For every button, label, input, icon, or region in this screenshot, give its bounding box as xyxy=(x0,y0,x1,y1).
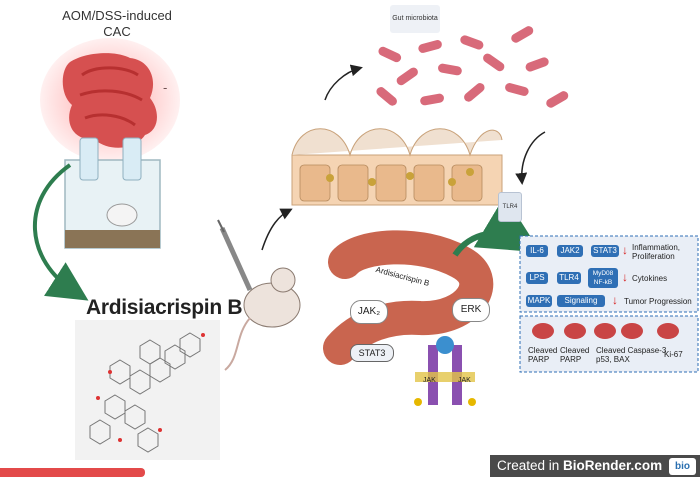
gut-microbiota-label: Gut microbiota xyxy=(390,5,440,33)
marker-4: Ki-67 xyxy=(664,350,683,359)
myd88-box: MyD08 NF-kB xyxy=(588,268,618,288)
lps-box: LPS xyxy=(526,272,548,284)
jak-left-label: JAK xyxy=(423,377,436,384)
marker-1: Cleaved PARP xyxy=(528,346,557,364)
caption-line-1: AOM/DSS-induced xyxy=(62,8,172,23)
row3-effect: Tumor Progression xyxy=(624,297,692,306)
accent-bar xyxy=(0,468,145,477)
caption-line-2: CAC xyxy=(103,24,131,39)
down-arrow-icon: ↓ xyxy=(612,293,618,307)
mapk-box: MAPK xyxy=(526,295,552,307)
signaling-box: Signaling xyxy=(557,295,605,307)
structure-atoms-icon xyxy=(96,333,205,442)
receptor-icon xyxy=(414,336,476,406)
inhibition-arrow-icon xyxy=(452,195,541,257)
compound-title: Ardisiacrispin B xyxy=(86,296,243,319)
marker-4-line-1: Ki-67 xyxy=(664,350,683,359)
down-arrow-icon: ↓ xyxy=(622,243,628,257)
marker-1-line-2: PARP xyxy=(528,355,550,364)
erk-signal: ERK xyxy=(452,298,490,322)
disease-model-caption: AOM/DSS-induced CAC xyxy=(42,8,192,40)
stat3-signal: STAT3 xyxy=(350,344,394,362)
intestine-icon xyxy=(40,38,180,162)
jak-right-label: JAK xyxy=(458,377,471,384)
arrow-to-epithelium xyxy=(261,208,293,251)
marker-2: Cleaved PARP xyxy=(560,346,589,364)
branding-bar xyxy=(490,455,700,477)
biorender-logo-icon: bio xyxy=(669,458,696,475)
row2-effect: Cytokines xyxy=(632,274,668,283)
arrow-to-microbiota xyxy=(324,64,363,101)
jak2-signal: JAK₂ xyxy=(350,300,388,324)
marker-2-line-1: Cleaved xyxy=(560,346,590,355)
row1-effect-2: Proliferation xyxy=(632,252,675,261)
branding-text: Created in BioRender.com xyxy=(497,458,662,473)
branding-prefix: Created in xyxy=(497,458,564,473)
tumor-cells-icon xyxy=(532,323,679,339)
chemical-structure-icon xyxy=(89,332,201,453)
marker-2-line-2: PARP xyxy=(560,355,582,364)
marker-3-line-1: Cleaved Caspase-3 xyxy=(596,346,667,355)
treatment-arrow-icon xyxy=(33,163,89,301)
tlr4-label: TLR4 xyxy=(498,192,522,222)
marker-1-line-1: Cleaved xyxy=(528,346,558,355)
syringe-icon xyxy=(217,219,253,292)
bacteria-icon xyxy=(376,26,569,108)
branding-site: BioRender.com xyxy=(563,458,663,473)
myd88-label: MyD08 xyxy=(592,270,614,277)
tlr4-box: TLR4 xyxy=(557,272,581,284)
mouse-icon xyxy=(224,267,301,371)
mouse-cage-icon xyxy=(64,137,161,249)
colon-icon xyxy=(323,230,494,365)
down-arrow-icon: ↓ xyxy=(622,270,628,284)
jak2-box: JAK2 xyxy=(557,245,583,257)
row1-effect: Inflammation, xyxy=(632,243,681,252)
arrow-to-receptor xyxy=(515,131,546,185)
stat3-box: STAT3 xyxy=(591,245,619,257)
nfkb-label: NF-kB xyxy=(593,279,613,286)
epithelium-icon xyxy=(291,128,503,206)
marker-3: Cleaved Caspase-3 p53, BAX xyxy=(596,346,666,364)
marker-3-line-2: p53, BAX xyxy=(596,355,630,364)
il6-box: IL-6 xyxy=(526,245,548,257)
